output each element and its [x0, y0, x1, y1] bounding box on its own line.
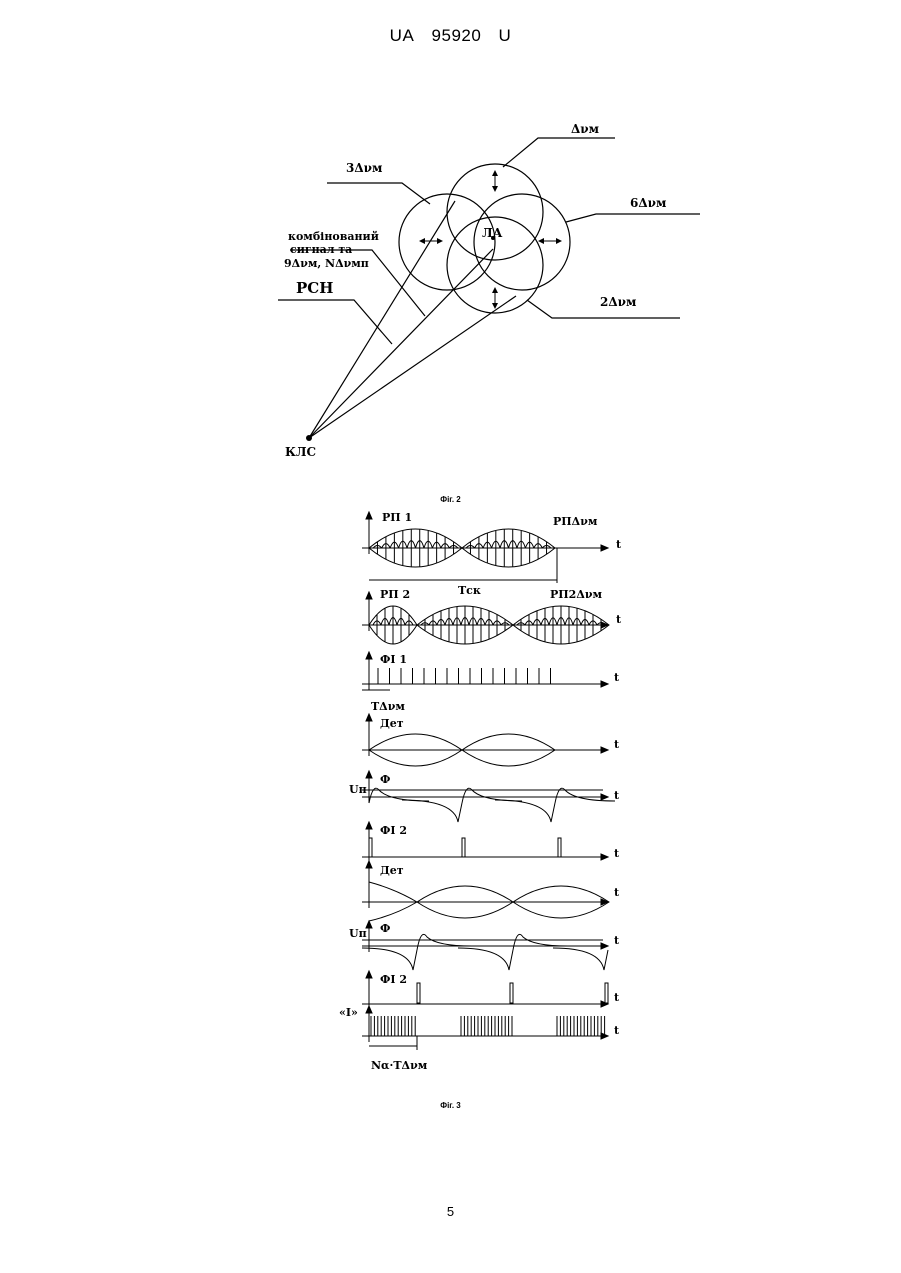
label-fi1: ФІ 1 [380, 653, 407, 666]
t-axis-label: t [616, 613, 622, 626]
label-t-dnu: ТΔνм [371, 700, 405, 713]
label-t-sk: Тск [458, 584, 481, 597]
axis-arrow-icon [601, 899, 608, 905]
phi-undershoot [362, 948, 417, 970]
pulse [417, 983, 420, 1003]
label-phi-2: Ф [380, 922, 390, 935]
t-axis-label: t [614, 1024, 620, 1037]
axis-arrow-icon [366, 1006, 372, 1013]
label-det-2: Дет [380, 864, 404, 877]
label-up-2: Uп [349, 927, 367, 940]
pulse [510, 983, 513, 1003]
axis-arrow-icon [601, 943, 608, 949]
axis-arrow-icon [366, 822, 372, 829]
label-up-1: Uп [349, 783, 367, 796]
pulse [558, 838, 561, 857]
label-n-t: Nα·ТΔνм [371, 1059, 428, 1072]
t-axis-label: t [614, 847, 620, 860]
axis-arrow-icon [366, 861, 372, 868]
t-axis-label: t [614, 934, 620, 947]
axis-arrow-icon [601, 681, 608, 687]
page-number: 5 [0, 1204, 901, 1219]
axis-arrow-icon [601, 794, 608, 800]
axis-arrow-icon [601, 854, 608, 860]
label-rp-2dnu: РП2Δνм [550, 588, 602, 601]
label-i: «І» [339, 1006, 358, 1019]
t-axis-label: t [614, 886, 620, 899]
axis-arrow-icon [366, 714, 372, 721]
t-axis-label: t [616, 538, 622, 551]
label-fi2-1: ФІ 2 [380, 824, 407, 837]
axis-arrow-icon [366, 592, 372, 599]
pulse [462, 838, 465, 857]
pulse [605, 983, 608, 1003]
t-axis-label: t [614, 789, 620, 802]
pulse [369, 838, 372, 857]
phi-undershoot [458, 948, 513, 970]
axis-arrow-icon [366, 771, 372, 778]
label-rp1: РП 1 [382, 511, 412, 524]
label-fi2-2: ФІ 2 [380, 973, 407, 986]
label-rp-dnu: РПΔνм [553, 515, 598, 528]
axis-arrow-icon [366, 652, 372, 659]
t-axis-label: t [614, 991, 620, 1004]
phi-undershoot [402, 800, 462, 822]
axis-arrow-icon [366, 921, 372, 928]
phi-undershoot [553, 948, 608, 970]
figure-3-caption: Фіг. 3 [0, 1101, 901, 1110]
label-det-1: Дет [380, 717, 404, 730]
axis-arrow-icon [601, 545, 608, 551]
axis-arrow-icon [601, 747, 608, 753]
phi-undershoot [495, 800, 555, 822]
t-axis-label: t [614, 738, 620, 751]
label-phi-1: Ф [380, 773, 390, 786]
axis-arrow-icon [366, 512, 372, 519]
t-axis-label: t [614, 671, 620, 684]
label-rp2: РП 2 [380, 588, 410, 601]
axis-arrow-icon [366, 971, 372, 978]
